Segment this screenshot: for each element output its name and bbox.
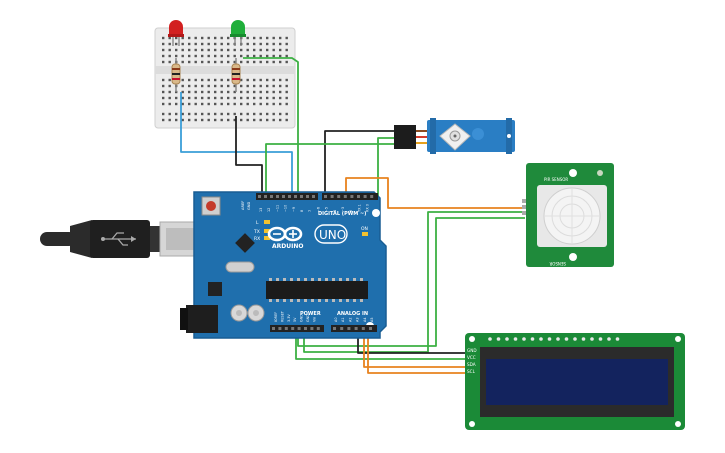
atmega-chip (266, 278, 368, 302)
usb-cable (40, 220, 206, 258)
led-tx-indicator (264, 229, 270, 233)
brand-text: ARDUINO (272, 243, 303, 250)
label-l: L (256, 220, 259, 226)
analog-pin-label: A1 (341, 318, 345, 322)
label-aref: AREF (241, 201, 245, 210)
label-gnd: GND (247, 202, 251, 210)
pir-label-bottom: SENSOR (549, 261, 566, 266)
wires (180, 57, 525, 374)
power-pin-label: RESET (280, 310, 284, 322)
lcd-pin-label: GND (467, 348, 477, 353)
lcd-screen (486, 359, 668, 405)
usb-icon (101, 232, 136, 246)
breadboard (154, 27, 296, 129)
crystal-oscillator (225, 261, 255, 273)
power-pin-label: Vin (312, 317, 316, 322)
wire-green-pir-2 (297, 217, 525, 347)
wire-green-servo (265, 143, 394, 200)
label-on: ON (361, 226, 368, 232)
wire-green-pir-1 (303, 211, 525, 353)
wire-orange-pir (345, 177, 525, 209)
wire-green-lcd (295, 330, 465, 360)
lcd-display: GND VCC SDA SCL (465, 333, 685, 430)
wire-black-servo (324, 130, 394, 200)
analog-pin-label: A0 (334, 318, 338, 322)
led-on-indicator (362, 232, 368, 236)
power-pin-label: 3.3V (287, 314, 291, 322)
digital-pin-label: 13 (259, 208, 263, 212)
power-pin-label: 5V (293, 317, 297, 322)
power-jack (180, 305, 218, 333)
lcd-pin-label: SDA (467, 362, 476, 367)
label-tx: TX (253, 229, 260, 235)
usb-chip (235, 233, 255, 253)
servo-horn (439, 123, 471, 151)
pir-dome (543, 187, 601, 245)
power-pin-label: IOREF (274, 312, 278, 322)
digital-pin-label: 2 (349, 210, 353, 212)
analog-pin-label: A3 (356, 318, 360, 322)
analog-pin-label: A5 (370, 318, 374, 322)
digital-pin-label: ~9 (292, 207, 296, 212)
wire-orange-lcd-1 (363, 330, 465, 368)
digital-pin-label: ~10 (284, 205, 288, 212)
capacitors (230, 304, 265, 322)
arduino-logo: ARDUINO UNO (267, 224, 348, 250)
uno-badge (314, 224, 348, 244)
digital-pin-label: ~6 (316, 207, 320, 212)
wire-green-led (243, 57, 299, 200)
voltage-regulator (208, 282, 222, 296)
resistor-right (231, 58, 241, 92)
analog-pin-label: A2 (348, 318, 352, 322)
header-digital-label: DIGITAL (PWM ~) (318, 211, 366, 217)
resistor-left (171, 58, 181, 92)
header-analog-label: ANALOG IN (337, 311, 368, 317)
model-text: UNO (319, 228, 346, 242)
reset-button (201, 196, 221, 216)
digital-pin-label: ~3 (341, 207, 345, 212)
lcd-pin-label: VCC (467, 355, 476, 360)
digital-pin-label: 4 (333, 210, 337, 212)
digital-header: DIGITAL (PWM ~) 13 12 ~11 ~10 ~9 8 7 ~6 ~5 4 ~3 2 TX… (241, 193, 378, 217)
digital-pin-label: TX 1 (357, 204, 361, 213)
led-l-indicator (264, 220, 270, 224)
lcd-pin-label: SCL (467, 369, 476, 374)
digital-pin-label: 12 (267, 208, 271, 212)
header-power-label: POWER (300, 311, 321, 317)
led-green (230, 20, 246, 46)
led-rx-indicator (264, 236, 270, 240)
pir-label-top: PIR SENSOR (544, 177, 568, 182)
led-red (168, 20, 184, 46)
digital-pin-label: 7 (308, 210, 312, 212)
power-pin-label: GND (306, 314, 310, 322)
power-pin-label: GND (300, 314, 304, 322)
digital-pin-label: 8 (300, 210, 304, 212)
wire-orange-lcd-2 (367, 330, 465, 374)
label-rx: RX (254, 236, 260, 242)
digital-pin-label: ~11 (275, 205, 279, 212)
analog-pin-label: A4 (363, 318, 367, 322)
servo-motor (394, 118, 515, 154)
infinity-icon (267, 226, 303, 242)
wire-black-breadboard (235, 116, 263, 200)
digital-pin-label: RX 0 (366, 204, 370, 212)
arduino-uno-board: L TX RX ON ARDUINO UNO DIGITAL (PWM ~) 1… (180, 191, 387, 339)
pir-sensor: PIR SENSOR SENSOR (522, 163, 614, 267)
digital-pin-label: ~5 (325, 207, 329, 212)
